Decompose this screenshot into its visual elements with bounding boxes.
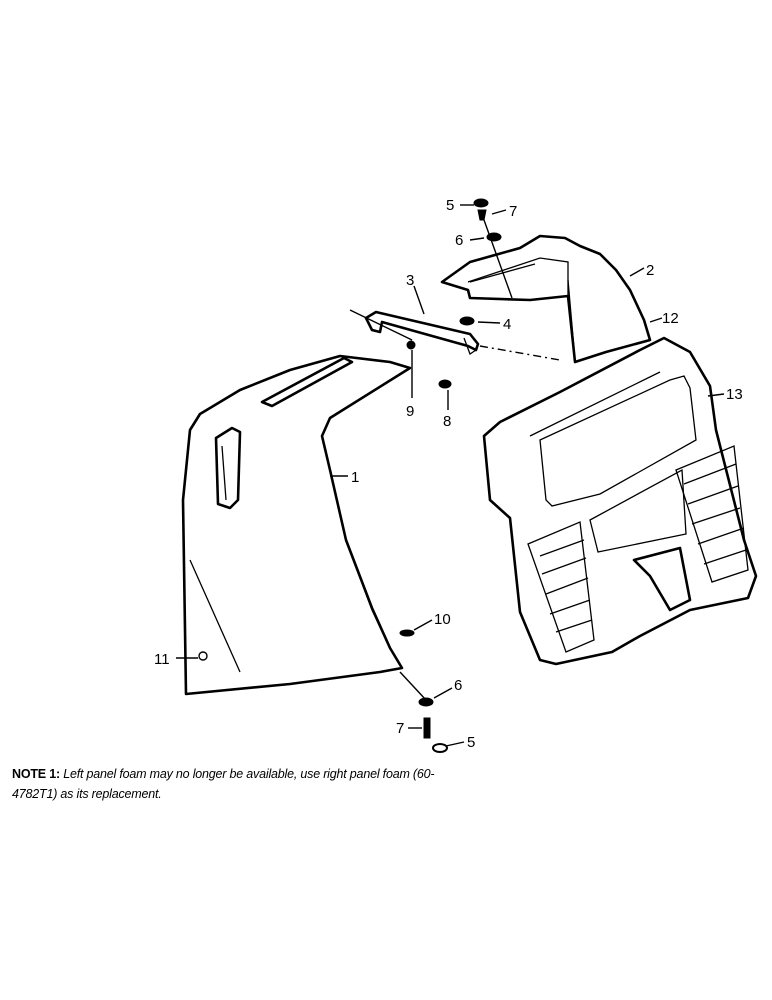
callout-6-bottom: 6: [454, 677, 462, 694]
dash-bezel-part: [482, 336, 758, 666]
callout-7-bottom: 7: [396, 720, 404, 737]
note-text: Left panel foam may no longer be availab…: [12, 767, 435, 801]
callout-10: 10: [434, 611, 451, 628]
right-vent-louvers: [675, 445, 749, 583]
callout-4: 4: [503, 316, 511, 333]
leader-lines: [176, 204, 725, 747]
callout-6-top: 6: [455, 232, 463, 249]
mounting-bracket-part: [349, 309, 561, 361]
left-vent-louvers: [527, 521, 595, 653]
callout-3: 3: [406, 272, 414, 289]
left-side-panel-part: [181, 354, 412, 696]
callout-8: 8: [443, 413, 451, 430]
rear-top-cover-part: [440, 234, 652, 364]
callout-13: 13: [726, 386, 743, 403]
callout-9: 9: [406, 403, 414, 420]
callout-2: 2: [646, 262, 654, 279]
note-label: NOTE 1:: [12, 767, 60, 781]
callout-5-bottom: 5: [467, 734, 475, 751]
callout-11: 11: [154, 651, 170, 668]
callout-labels: 5 7 6 2 3 4 12 13 1 9 8 10 11 6 7 5: [154, 197, 743, 751]
callout-1: 1: [351, 469, 359, 486]
fasteners: [198, 198, 513, 753]
callout-7-top: 7: [509, 203, 517, 220]
callout-5-top: 5: [446, 197, 454, 214]
replacement-note: NOTE 1: Left panel foam may no longer be…: [12, 764, 452, 804]
callout-12: 12: [662, 310, 679, 327]
